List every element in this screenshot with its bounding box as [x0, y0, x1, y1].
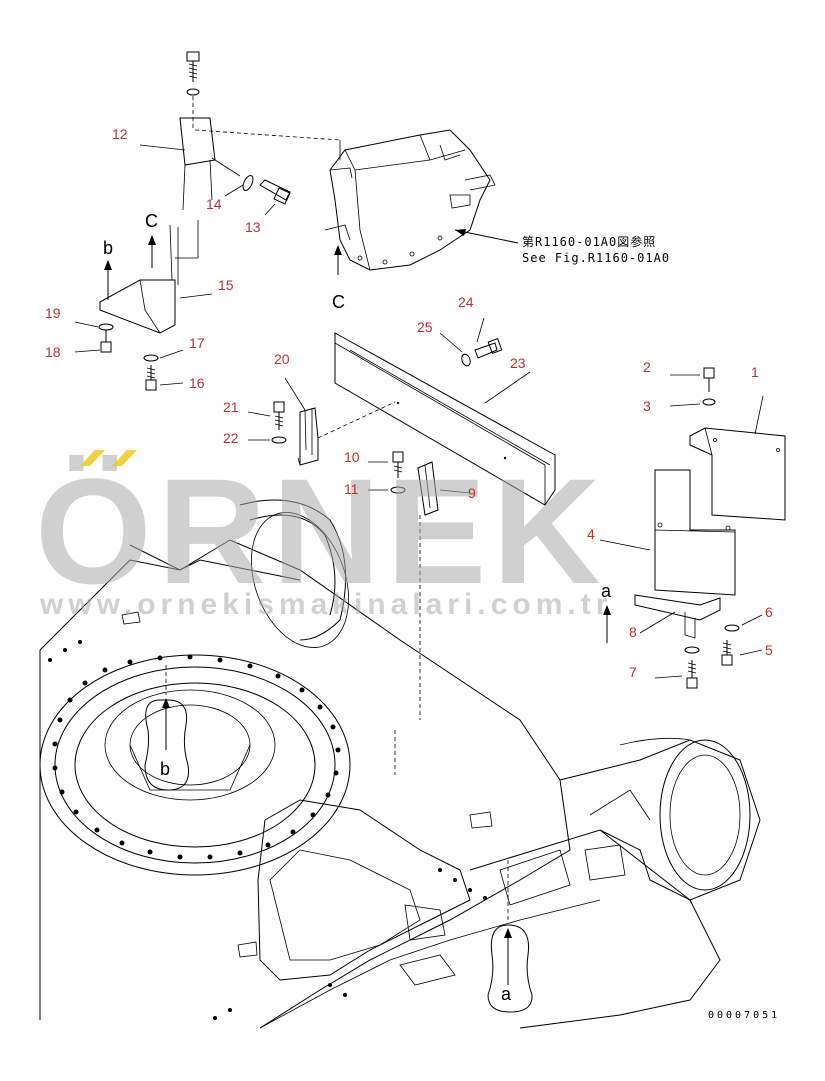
view-mark-b-bottom: b: [160, 759, 170, 779]
callout-15: 15: [218, 277, 234, 293]
callout-21: 21: [223, 399, 239, 415]
watermark-url: www.ornekismakinalari.com.tr: [39, 588, 612, 621]
channel-and-brackets-20-25: [247, 317, 556, 775]
callout-1: 1: [751, 364, 759, 380]
view-mark-a-top: a: [601, 581, 612, 601]
cover-group-1-8: [599, 367, 786, 689]
watermark: ÖRNEK www.ornekismakinalari.com.tr: [35, 447, 612, 621]
upper-cover-assembly: [324, 129, 519, 271]
callout-17: 17: [189, 335, 205, 351]
callout-5: 5: [765, 642, 773, 658]
view-mark-a-bottom: a: [501, 984, 512, 1004]
view-mark-b-top: b: [103, 238, 113, 258]
callout-3: 3: [643, 398, 651, 414]
callout-2: 2: [643, 359, 651, 375]
callout-13: 13: [245, 219, 261, 235]
callout-8: 8: [629, 624, 637, 640]
callout-19: 19: [45, 305, 61, 321]
reference-note-jp: 第R1160-01A0図参照: [522, 234, 656, 249]
revolving-frame: [39, 499, 761, 1029]
callout-11: 11: [344, 481, 359, 497]
bolt-holes: [52, 654, 341, 860]
reference-note-en: See Fig.R1160-01A0: [522, 251, 670, 265]
callout-23: 23: [510, 355, 526, 371]
bracket-group-12-19: [74, 51, 342, 391]
drawing-code: 00007051: [708, 1010, 780, 1021]
callout-7: 7: [629, 664, 637, 680]
callout-24: 24: [458, 294, 474, 310]
callout-6: 6: [765, 604, 773, 620]
callouts: 1 2 3 4 5 6 7 8 9 10 11 12 13 14 15 16 1…: [45, 126, 773, 680]
callout-20: 20: [274, 351, 290, 367]
callout-22: 22: [223, 430, 239, 446]
callout-16: 16: [189, 375, 205, 391]
view-mark-c-top: C: [145, 211, 158, 231]
view-mark-c-bottom: C: [332, 292, 345, 312]
callout-12: 12: [112, 126, 128, 142]
callout-10: 10: [344, 449, 360, 465]
callout-14: 14: [206, 196, 222, 212]
callout-25: 25: [417, 319, 433, 335]
reference-note: 第R1160-01A0図参照 See Fig.R1160-01A0: [522, 234, 670, 265]
callout-4: 4: [587, 526, 595, 542]
watermark-logo: ÖRNEK: [35, 447, 607, 615]
callout-18: 18: [45, 344, 61, 360]
callout-9: 9: [468, 485, 476, 501]
view-marks: b C C a b a: [103, 211, 612, 1004]
